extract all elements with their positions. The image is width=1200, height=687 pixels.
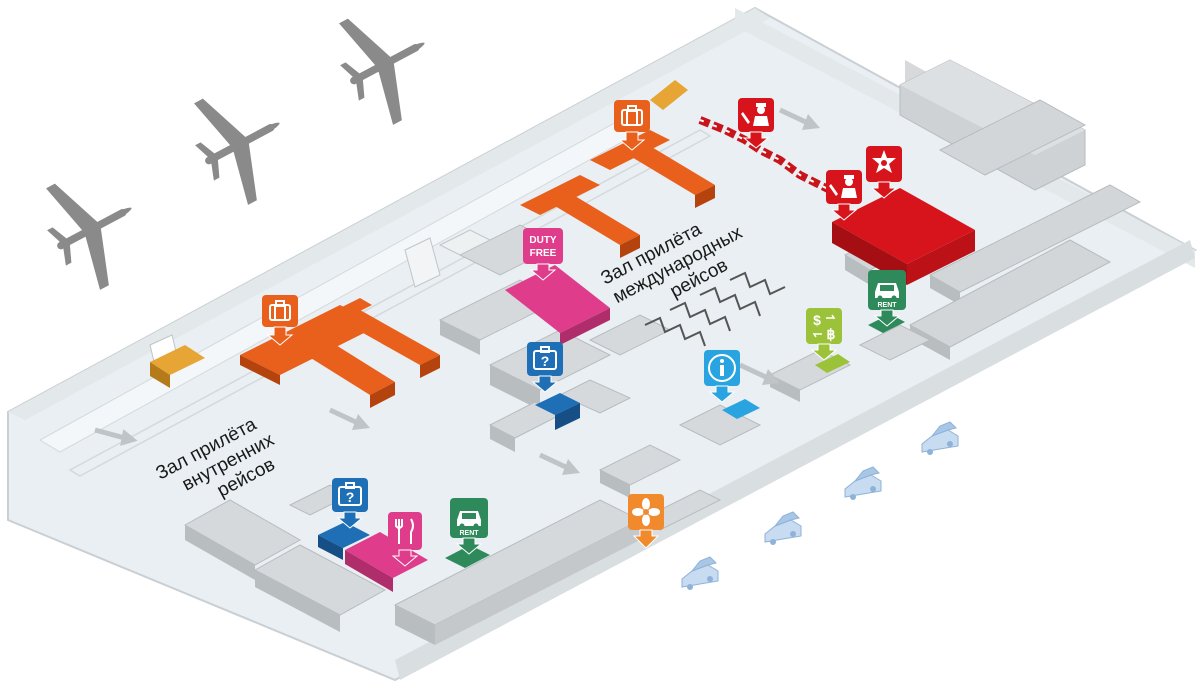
airplane-icon — [29, 157, 159, 299]
customs-star-icon — [872, 150, 896, 173]
lost-baggage-desk-side — [555, 403, 580, 430]
flowers-marker[interactable] — [628, 494, 664, 549]
lost-baggage-marker[interactable]: ? — [527, 342, 563, 393]
duty-free-shop — [505, 265, 610, 333]
passport-control-officer-icon — [741, 103, 769, 126]
duty-free-label: DUTY — [529, 235, 557, 246]
car-icon — [875, 283, 899, 301]
flower-icon — [632, 498, 660, 526]
svg-text:?: ? — [541, 353, 550, 369]
passport-queue — [698, 116, 975, 285]
lost-luggage-question-icon: ? — [533, 346, 557, 370]
escalator-ramp — [150, 345, 205, 375]
currency-exchange-marker[interactable]: $ ฿ — [806, 308, 842, 361]
rent-label: RENT — [459, 530, 479, 537]
duty-free-marker[interactable]: DUTY FREE — [523, 228, 563, 281]
duty-free-label: FREE — [530, 248, 557, 259]
luggage-icon — [621, 105, 643, 126]
airplane-icon — [322, 0, 452, 134]
info-desk — [722, 399, 760, 419]
fork-knife-icon — [395, 518, 414, 544]
car-icon — [921, 421, 959, 456]
exchange-desk — [815, 354, 850, 373]
baggage-carousels — [240, 130, 715, 408]
passport-control-marker[interactable] — [826, 170, 862, 221]
lost-luggage-question-icon: ? — [338, 482, 362, 506]
car-icon — [844, 466, 882, 501]
lost-baggage-desk — [318, 522, 370, 548]
info-icon — [708, 354, 736, 382]
svg-text:?: ? — [346, 489, 355, 505]
restaurant-marker[interactable] — [388, 512, 422, 567]
lost-baggage-marker[interactable]: ? — [332, 478, 368, 529]
wall-blocks — [149, 59, 1142, 645]
lost-baggage-desk-side — [318, 535, 343, 560]
duty-free-shop-side — [560, 308, 610, 345]
staircase — [644, 271, 786, 347]
car-icon — [681, 556, 719, 591]
car-icon — [764, 511, 802, 546]
svg-text:฿: ฿ — [827, 326, 836, 342]
restaurant-area-side — [345, 550, 393, 592]
escalator-ramp-side — [150, 362, 170, 388]
car-icon — [457, 511, 481, 529]
lost-baggage-desk — [535, 393, 580, 415]
passport-control-marker[interactable] — [738, 98, 774, 149]
restaurant-area — [345, 532, 428, 578]
rent-desk — [445, 545, 490, 568]
information-marker[interactable] — [704, 350, 740, 403]
luggage-icon — [269, 300, 291, 321]
svg-text:$: $ — [813, 312, 821, 328]
baggage-claim-marker[interactable] — [614, 100, 650, 151]
car-rental-marker[interactable]: RENT — [868, 270, 906, 327]
airplane-icon — [177, 72, 307, 214]
baggage-claim-marker[interactable] — [262, 295, 298, 346]
customs-marker[interactable] — [866, 146, 902, 199]
rent-label: RENT — [877, 302, 897, 309]
currency-exchange-icon: $ ฿ — [812, 312, 836, 342]
car-rental-marker[interactable]: RENT — [450, 498, 488, 555]
escalator-ramp — [650, 80, 688, 110]
passport-control-officer-icon — [829, 175, 857, 198]
